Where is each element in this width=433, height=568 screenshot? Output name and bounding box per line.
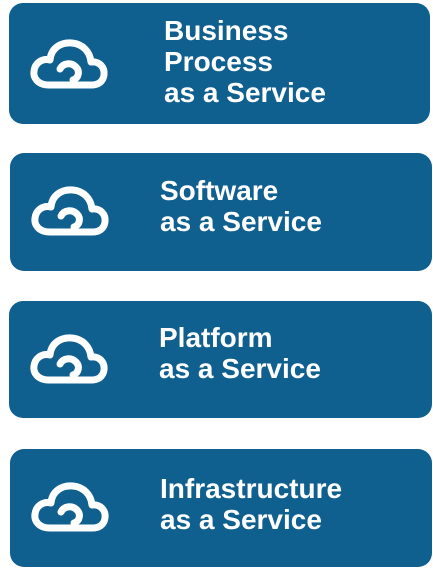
- label-line: as a Service: [164, 77, 326, 108]
- service-label: Business Process as a Service: [164, 15, 326, 108]
- label-line: Process: [164, 46, 273, 77]
- label-line: as a Service: [160, 504, 322, 535]
- service-card-business-process: Business Process as a Service: [9, 3, 430, 124]
- service-card-software: Software as a Service: [10, 153, 432, 271]
- service-card-platform: Platform as a Service: [9, 301, 432, 418]
- cloud-icon: [31, 482, 109, 532]
- service-label: Infrastructure as a Service: [160, 473, 342, 535]
- cloud-icon: [30, 39, 108, 89]
- service-card-infrastructure: Infrastructure as a Service: [10, 449, 432, 567]
- label-line: Infrastructure: [160, 473, 343, 504]
- cloud-icon: [31, 186, 109, 236]
- service-label: Software as a Service: [160, 175, 322, 237]
- label-line: as a Service: [159, 353, 321, 384]
- label-line: Software: [160, 175, 279, 206]
- label-line: Business: [164, 15, 289, 46]
- label-line: as a Service: [160, 206, 322, 237]
- cloud-icon: [30, 334, 108, 384]
- service-label: Platform as a Service: [159, 322, 321, 384]
- label-line: Platform: [159, 322, 273, 353]
